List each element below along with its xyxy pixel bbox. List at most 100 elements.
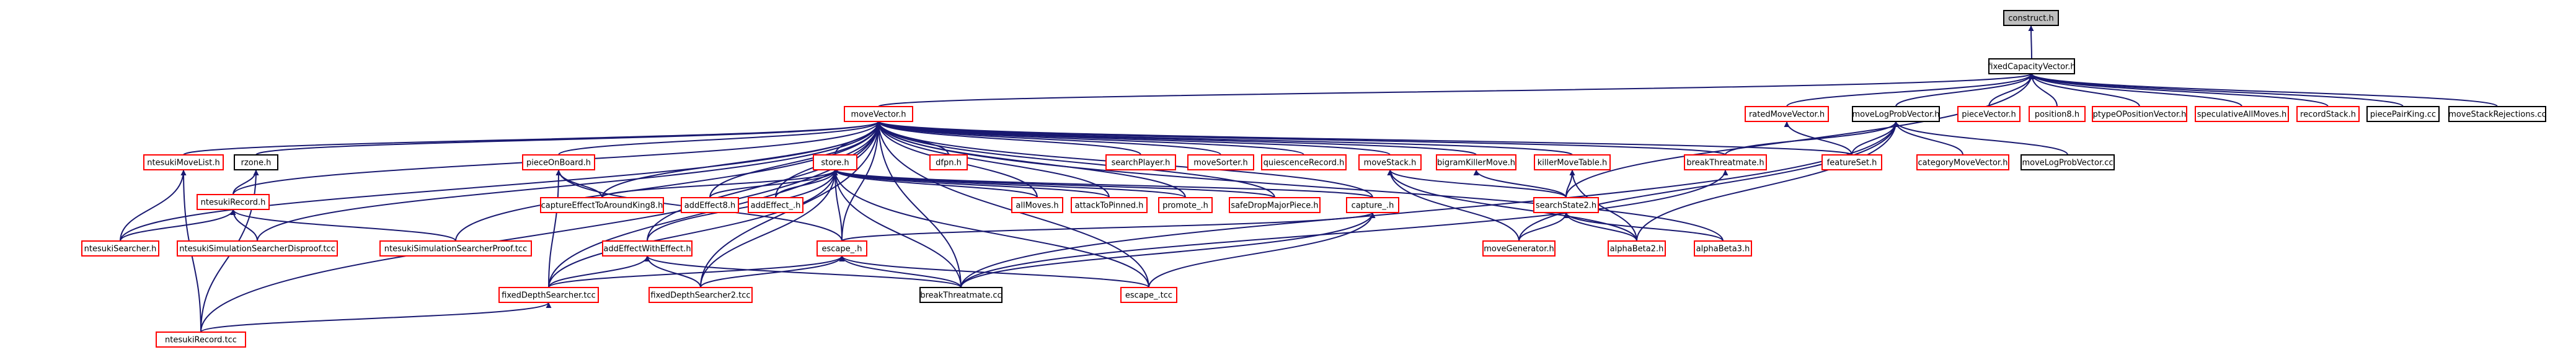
node-categoryMoveVector_h[interactable]: categoryMoveVector.h [1916, 154, 2009, 170]
node-ntesukiRecord_tcc[interactable]: ntesukiRecord.tcc [156, 331, 246, 348]
node-box-addEffectWithEffect_h[interactable] [602, 240, 693, 257]
node-box-addEffect8_h[interactable] [681, 197, 739, 213]
node-construct_h[interactable]: construct.h [2003, 10, 2059, 26]
node-box-breakThreatmate_h[interactable] [1684, 154, 1767, 170]
node-box-capture__h[interactable] [1346, 197, 1399, 213]
node-ntesukiMoveList_h[interactable]: ntesukiMoveList.h [143, 154, 224, 170]
node-box-fixedCapacityVector_h[interactable] [1988, 58, 2075, 74]
node-addEffectWithEffect_h[interactable]: addEffectWithEffect.h [602, 240, 693, 257]
node-recordStack_h[interactable]: recordStack.h [2296, 106, 2360, 122]
node-box-ptypeOPositionVector_h[interactable] [2092, 106, 2187, 122]
node-moveStack_h[interactable]: moveStack.h [1358, 154, 1422, 170]
node-breakThreatmate_h[interactable]: breakThreatmate.h [1684, 154, 1767, 170]
node-box-ntesukiSearcher_h[interactable] [81, 240, 159, 257]
node-box-moveGenerator_h[interactable] [1482, 240, 1556, 257]
node-breakThreatmate_cc[interactable]: breakThreatmate.cc [919, 287, 1003, 303]
node-piecePairKing_cc[interactable]: piecePairKing.cc [2366, 106, 2440, 122]
node-pieceOnBoard_h[interactable]: pieceOnBoard.h [522, 154, 595, 170]
node-box-construct_h[interactable] [2003, 10, 2059, 26]
node-box-pieceOnBoard_h[interactable] [522, 154, 595, 170]
node-quiescenceRecord_h[interactable]: quiescenceRecord.h [1261, 154, 1347, 170]
node-box-speculativeAllMoves_h[interactable] [2195, 106, 2289, 122]
node-box-moveVector_h[interactable] [844, 106, 913, 122]
node-ratedMoveVector_h[interactable]: ratedMoveVector.h [1745, 106, 1829, 122]
node-escape__h[interactable]: escape_.h [817, 240, 867, 257]
node-moveSorter_h[interactable]: moveSorter.h [1187, 154, 1254, 170]
node-box-killerMoveTable_h[interactable] [1534, 154, 1611, 170]
node-bigramKillerMove_h[interactable]: bigramKillerMove.h [1436, 154, 1516, 170]
node-box-safeDropMajorPiece_h[interactable] [1229, 197, 1321, 213]
node-searchPlayer_h[interactable]: searchPlayer.h [1105, 154, 1176, 170]
node-ntesukiRecord_h[interactable]: ntesukiRecord.h [197, 194, 270, 210]
node-attackToPinned_h[interactable]: attackToPinned.h [1071, 197, 1148, 213]
node-box-searchPlayer_h[interactable] [1105, 154, 1176, 170]
node-fixedCapacityVector_h[interactable]: fixedCapacityVector.h [1988, 58, 2076, 74]
node-box-featureSet_h[interactable] [1821, 154, 1882, 170]
node-ntesukiSearcher_h[interactable]: ntesukiSearcher.h [81, 240, 159, 257]
node-box-escape__tcc[interactable] [1120, 287, 1177, 303]
node-box-recordStack_h[interactable] [2296, 106, 2360, 122]
node-box-attackToPinned_h[interactable] [1071, 197, 1148, 213]
node-speculativeAllMoves_h[interactable]: speculativeAllMoves.h [2195, 106, 2289, 122]
node-store_h[interactable]: store.h [813, 154, 857, 170]
node-box-ntesukiSimulationSearcherDisproof_tcc[interactable] [177, 240, 338, 257]
node-box-escape__h[interactable] [817, 240, 867, 257]
node-alphaBeta3_h[interactable]: alphaBeta3.h [1694, 240, 1752, 257]
node-box-ntesukiRecord_h[interactable] [197, 194, 270, 210]
node-promote__h[interactable]: promote_.h [1158, 197, 1213, 213]
node-box-ntesukiSimulationSearcherProof_tcc[interactable] [379, 240, 532, 257]
node-dfpn_h[interactable]: dfpn.h [929, 154, 968, 170]
node-box-fixedDepthSearcher_tcc[interactable] [498, 287, 599, 303]
node-box-alphaBeta3_h[interactable] [1694, 240, 1752, 257]
node-moveLogProbVector_h[interactable]: moveLogProbVector.h [1852, 106, 1940, 122]
node-box-bigramKillerMove_h[interactable] [1436, 154, 1516, 170]
node-box-searchState2_h[interactable] [1533, 197, 1599, 213]
node-box-pieceVector_h[interactable] [1957, 106, 2021, 122]
node-box-dfpn_h[interactable] [929, 154, 968, 170]
node-addEffect8_h[interactable]: addEffect8.h [681, 197, 739, 213]
node-fixedDepthSearcher_tcc[interactable]: fixedDepthSearcher.tcc [498, 287, 599, 303]
node-ntesukiSimulationSearcherDisproof_tcc[interactable]: ntesukiSimulationSearcherDisproof.tcc [177, 240, 338, 257]
node-box-moveSorter_h[interactable] [1187, 154, 1254, 170]
node-box-ratedMoveVector_h[interactable] [1745, 106, 1829, 122]
node-box-piecePairKing_cc[interactable] [2366, 106, 2440, 122]
node-box-moveLogProbVector_cc[interactable] [2021, 154, 2115, 170]
node-position8_h[interactable]: position8.h [2029, 106, 2086, 122]
node-featureSet_h[interactable]: featureSet.h [1821, 154, 1882, 170]
node-box-moveStack_h[interactable] [1358, 154, 1422, 170]
node-box-fixedDepthSearcher2_tcc[interactable] [648, 287, 753, 303]
node-box-captureEffectToAroundKing8_h[interactable] [540, 197, 664, 213]
node-captureEffectToAroundKing8_h[interactable]: captureEffectToAroundKing8.h [540, 197, 664, 213]
node-capture__h[interactable]: capture_.h [1346, 197, 1399, 213]
node-rzone_h[interactable]: rzone.h [234, 154, 278, 170]
node-pieceVector_h[interactable]: pieceVector.h [1957, 106, 2021, 122]
node-safeDropMajorPiece_h[interactable]: safeDropMajorPiece.h [1229, 197, 1321, 213]
node-box-moveStackRejections_cc[interactable] [2448, 106, 2546, 122]
node-box-addEffect__h[interactable] [748, 197, 803, 213]
node-box-promote__h[interactable] [1158, 197, 1213, 213]
node-box-store_h[interactable] [813, 154, 857, 170]
node-box-moveLogProbVector_h[interactable] [1852, 106, 1940, 122]
node-box-quiescenceRecord_h[interactable] [1261, 154, 1347, 170]
node-moveVector_h[interactable]: moveVector.h [844, 106, 913, 122]
node-fixedDepthSearcher2_tcc[interactable]: fixedDepthSearcher2.tcc [648, 287, 753, 303]
node-searchState2_h[interactable]: searchState2.h [1533, 197, 1599, 213]
node-box-categoryMoveVector_h[interactable] [1916, 154, 2009, 170]
node-box-ntesukiMoveList_h[interactable] [143, 154, 224, 170]
node-box-breakThreatmate_cc[interactable] [919, 287, 1003, 303]
node-ptypeOPositionVector_h[interactable]: ptypeOPositionVector.h [2092, 106, 2187, 122]
node-alphaBeta2_h[interactable]: alphaBeta2.h [1608, 240, 1666, 257]
node-killerMoveTable_h[interactable]: killerMoveTable.h [1534, 154, 1611, 170]
node-allMoves_h[interactable]: allMoves.h [1011, 197, 1063, 213]
node-box-allMoves_h[interactable] [1011, 197, 1063, 213]
node-moveGenerator_h[interactable]: moveGenerator.h [1482, 240, 1556, 257]
node-moveLogProbVector_cc[interactable]: moveLogProbVector.cc [2021, 154, 2115, 170]
node-addEffect__h[interactable]: addEffect_.h [748, 197, 803, 213]
node-escape__tcc[interactable]: escape_.tcc [1120, 287, 1177, 303]
node-box-alphaBeta2_h[interactable] [1608, 240, 1666, 257]
node-box-position8_h[interactable] [2029, 106, 2086, 122]
node-box-ntesukiRecord_tcc[interactable] [156, 331, 246, 348]
node-moveStackRejections_cc[interactable]: moveStackRejections.cc [2448, 106, 2546, 122]
node-ntesukiSimulationSearcherProof_tcc[interactable]: ntesukiSimulationSearcherProof.tcc [379, 240, 532, 257]
node-box-rzone_h[interactable] [234, 154, 278, 170]
